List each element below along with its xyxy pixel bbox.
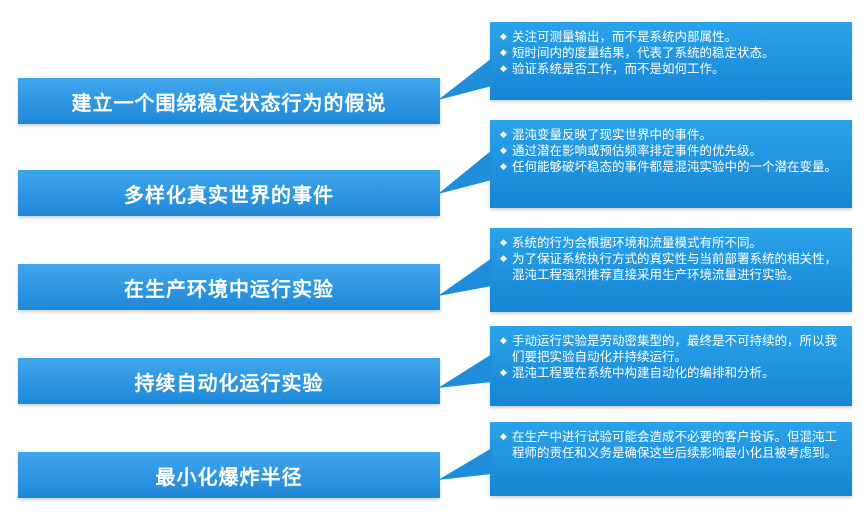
principle-title: 持续自动化运行实验 [134,370,324,395]
principle-box-2: 多样化真实世界的事件 [18,170,440,216]
detail-box-2: ◆ 混沌变量反映了现实世界中的事件。 ◆ 通过潜在影响或预估频率排定事件的优先级… [490,120,852,208]
diamond-bullet-icon: ◆ [500,368,507,378]
detail-bullet: ◆ 短时间内的度量结果，代表了系统的稳定状态。 [500,45,844,61]
detail-bullet: ◆ 关注可测量输出，而不是系统内部属性。 [500,29,844,45]
detail-text: 关注可测量输出，而不是系统内部属性。 [512,29,738,44]
diamond-bullet-icon: ◆ [500,64,507,74]
detail-bullet: ◆ 任何能够破坏稳态的事件都是混沌实验中的一个潜在变量。 [500,159,844,175]
detail-text: 混沌变量反映了现实世界中的事件。 [512,127,713,142]
principle-box-1: 建立一个围绕稳定状态行为的假说 [18,78,440,124]
detail-text: 手动运行实验是劳动密集型的，最终是不可持续的，所以我们要把实验自动化并持续运行。 [512,333,838,364]
detail-box-4: ◆ 手动运行实验是劳动密集型的，最终是不可持续的，所以我们要把实验自动化并持续运… [490,326,852,406]
principle-title: 最小化爆炸半径 [155,464,303,489]
diamond-bullet-icon: ◆ [500,32,507,42]
detail-bullet: ◆ 为了保证系统执行方式的真实性与当前部署系统的相关性，混沌工程强烈推荐直接采用… [500,251,844,283]
diamond-bullet-icon: ◆ [500,162,507,172]
principle-title: 多样化真实世界的事件 [124,182,334,207]
callout-connector [438,58,492,100]
detail-box-1: ◆ 关注可测量输出，而不是系统内部属性。 ◆ 短时间内的度量结果，代表了系统的稳… [490,22,852,100]
detail-text: 验证系统是否工作，而不是如何工作。 [512,61,725,76]
detail-text: 系统的行为会根据环境和流量模式有所不同。 [512,235,763,250]
principle-title: 建立一个围绕稳定状态行为的假说 [71,90,387,115]
callout-connector [438,448,492,480]
detail-bullet: ◆ 混沌变量反映了现实世界中的事件。 [500,127,844,143]
detail-bullet: ◆ 在生产中进行试验可能会造成不必要的客户投诉。但混沌工程师的责任和义务是确保这… [500,429,844,461]
detail-bullet: ◆ 系统的行为会根据环境和流量模式有所不同。 [500,235,844,251]
principle-box-4: 持续自动化运行实验 [18,358,440,404]
callout-connector [438,258,492,296]
diamond-bullet-icon: ◆ [500,254,507,264]
detail-text: 混沌工程要在系统中构建自动化的编排和分析。 [512,365,775,380]
detail-text: 任何能够破坏稳态的事件都是混沌实验中的一个潜在变量。 [512,159,838,174]
detail-box-5: ◆ 在生产中进行试验可能会造成不必要的客户投诉。但混沌工程师的责任和义务是确保这… [490,422,852,496]
detail-text: 为了保证系统执行方式的真实性与当前部署系统的相关性，混沌工程强烈推荐直接采用生产… [512,251,838,282]
callout-connector [438,354,492,388]
diamond-bullet-icon: ◆ [500,336,507,346]
detail-bullet: ◆ 混沌工程要在系统中构建自动化的编排和分析。 [500,365,844,381]
diamond-bullet-icon: ◆ [500,48,507,58]
detail-text: 通过潜在影响或预估频率排定事件的优先级。 [512,143,763,158]
detail-bullet: ◆ 手动运行实验是劳动密集型的，最终是不可持续的，所以我们要把实验自动化并持续运… [500,333,844,365]
detail-bullet: ◆ 通过潜在影响或预估频率排定事件的优先级。 [500,143,844,159]
diamond-bullet-icon: ◆ [500,238,507,248]
detail-box-3: ◆ 系统的行为会根据环境和流量模式有所不同。 ◆ 为了保证系统执行方式的真实性与… [490,228,852,312]
principle-box-3: 在生产环境中运行实验 [18,264,440,310]
diamond-bullet-icon: ◆ [500,146,507,156]
detail-text: 在生产中进行试验可能会造成不必要的客户投诉。但混沌工程师的责任和义务是确保这些后… [512,429,838,460]
detail-text: 短时间内的度量结果，代表了系统的稳定状态。 [512,45,775,60]
diamond-bullet-icon: ◆ [500,432,507,442]
principle-box-5: 最小化爆炸半径 [18,452,440,498]
callout-connector [438,150,492,194]
diamond-bullet-icon: ◆ [500,130,507,140]
detail-bullet: ◆ 验证系统是否工作，而不是如何工作。 [500,61,844,77]
principle-title: 在生产环境中运行实验 [124,276,334,301]
